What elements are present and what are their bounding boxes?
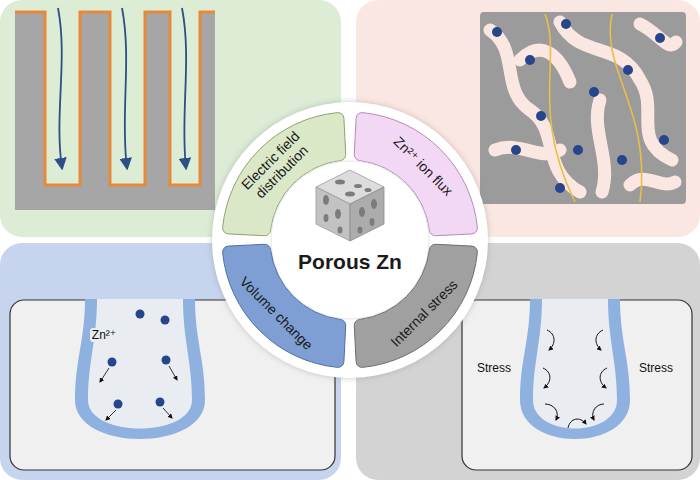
ion-label: Zn²⁺ bbox=[90, 328, 118, 342]
stress-label: Stress bbox=[637, 361, 675, 375]
segment-fill bbox=[354, 244, 477, 367]
volume-segment: Volume change bbox=[218, 240, 350, 372]
center-ring bbox=[271, 161, 429, 319]
center-outline bbox=[270, 160, 430, 320]
stress-segment: Internal stress bbox=[350, 240, 482, 372]
center-disc bbox=[212, 102, 488, 378]
internal-stress-pit bbox=[462, 299, 692, 470]
segment-shape bbox=[350, 108, 482, 240]
stress-label: Stress bbox=[475, 361, 513, 375]
segment-shape bbox=[218, 240, 350, 372]
segment-fill bbox=[354, 113, 477, 236]
segment-fill bbox=[223, 113, 346, 236]
porous-cube bbox=[316, 170, 384, 241]
flux-segment: Zn²⁺ ion flux bbox=[350, 108, 482, 240]
comb-electrode bbox=[15, 8, 215, 210]
center-title: Porous Zn bbox=[298, 250, 402, 274]
segment-shape bbox=[350, 240, 482, 372]
segment-fill bbox=[223, 244, 346, 367]
center-circle: Porous Zn bbox=[270, 160, 430, 320]
porous-network bbox=[480, 12, 686, 204]
field-segment: Electric field distribution bbox=[218, 108, 350, 240]
